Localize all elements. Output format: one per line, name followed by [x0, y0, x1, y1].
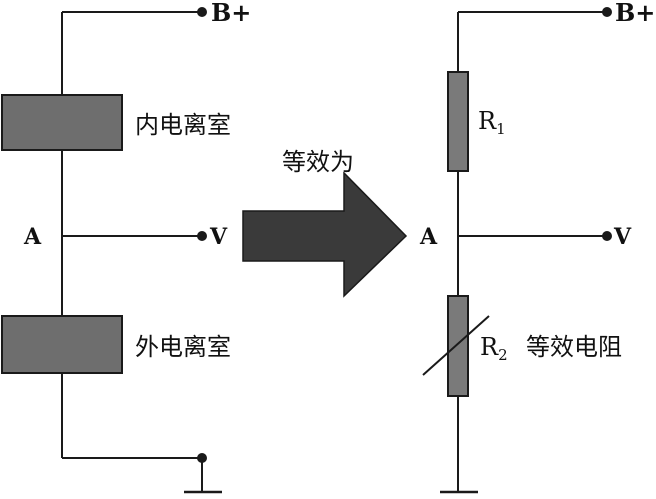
right-output-label: V: [613, 224, 632, 250]
left-output-label: V: [209, 224, 228, 250]
equivalence-arrow: [242, 171, 408, 298]
right-output-terminal-dot: [602, 231, 612, 241]
left-supply-terminal-dot: [197, 7, 207, 17]
right-circuit: [440, 11, 607, 494]
left-circuit: [61, 11, 222, 494]
left-node-label: A: [23, 224, 42, 250]
inner-chamber-block: [1, 94, 123, 151]
equivalence-arrow-label: 等效为: [282, 148, 354, 176]
left-ground-terminal-dot: [197, 453, 207, 463]
right-supply-label: B+: [615, 0, 655, 27]
resistor-r1-subscript: 1: [496, 120, 506, 138]
variable-resistor-slash: [422, 315, 490, 376]
left-output-terminal-dot: [197, 231, 207, 241]
resistor-r2-letter: R: [480, 333, 499, 361]
resistor-r2: [447, 295, 469, 397]
left-supply-label: B+: [211, 0, 251, 27]
outer-chamber-label: 外电离室: [135, 333, 231, 361]
resistor-r2-subscript: 2: [498, 346, 508, 364]
right-supply-terminal-dot: [602, 7, 612, 17]
resistor-r1-letter: R: [478, 107, 497, 135]
resistor-r2-label: R2: [480, 333, 508, 364]
inner-chamber-label: 内电离室: [135, 111, 231, 139]
resistor-r1: [447, 71, 469, 172]
resistor-r2-description: 等效电阻: [526, 333, 622, 361]
outer-chamber-block: [1, 315, 123, 374]
right-node-label: A: [419, 224, 438, 250]
resistor-r1-label: R1: [478, 107, 506, 138]
